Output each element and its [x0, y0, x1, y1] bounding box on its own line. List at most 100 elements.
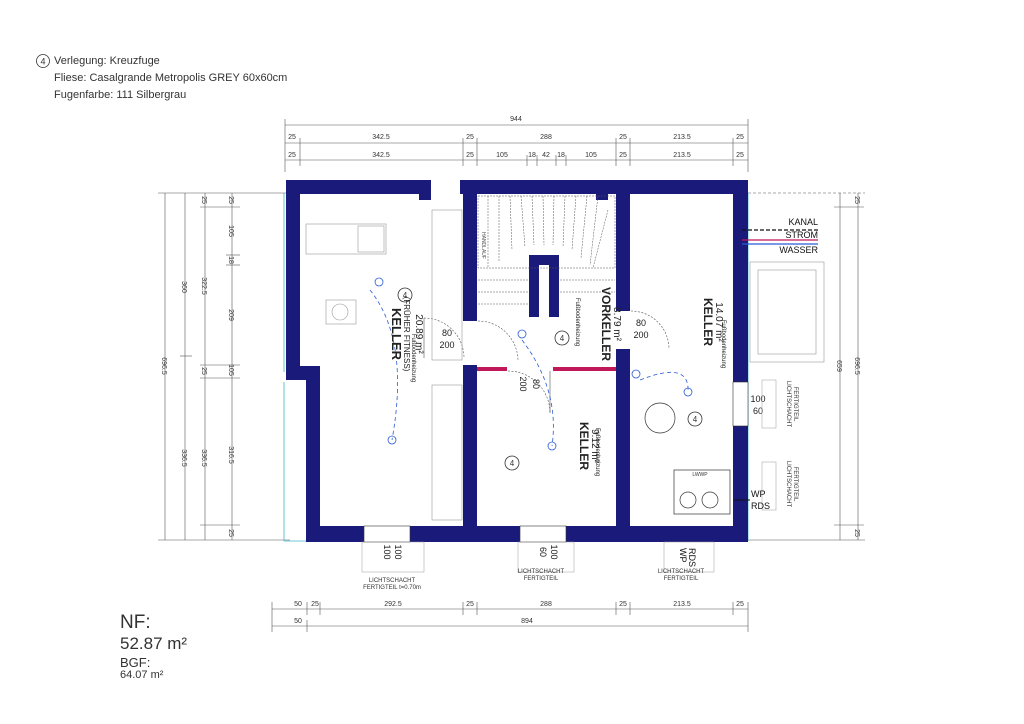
lightwell-right-lower — [761, 461, 777, 511]
door-width: 80 — [531, 379, 541, 389]
wasser-label: WASSER — [779, 245, 818, 255]
kanal-label: KANAL — [788, 217, 818, 227]
dim-label: 42 — [542, 152, 550, 159]
right-dim-labels: 659 696.5 25 25 — [835, 196, 860, 537]
lightwell-label: FERTIGTEIL t=0.70m — [363, 585, 421, 591]
rds-label-bottom: RDS — [687, 548, 697, 567]
window-width: 100 — [750, 394, 765, 404]
lwwp-unit — [673, 469, 731, 515]
lwwp-label: LWWP — [692, 472, 708, 478]
dim-label: 342.5 — [372, 134, 390, 141]
dim-label: 105 — [496, 152, 508, 159]
right-dimensions — [748, 192, 865, 541]
nf-label: NF: — [120, 612, 151, 633]
dim-label: 25 — [853, 196, 860, 204]
dim-label: 50 — [294, 601, 302, 608]
window-bottom-left: 100 100 — [361, 525, 425, 573]
floor-heating-label: Fußbodenheizung — [574, 298, 580, 346]
dim-label: 696.5 — [853, 357, 860, 375]
dim-label: 105 — [227, 364, 234, 376]
note-fliese: Fliese: Casalgrande Metropolis GREY 60x6… — [54, 72, 288, 84]
room-area: 9.12 m² — [589, 429, 600, 464]
floor-heating-label: Fußbodenheizung — [594, 428, 600, 476]
nf-value: 52.87 m² — [120, 634, 188, 653]
dim-label: 213.5 — [673, 134, 691, 141]
lightwell-label: FERTIGTEIL — [664, 576, 699, 582]
dim-label: 25 — [736, 152, 744, 159]
dim-label: 288 — [540, 134, 552, 141]
tile-marker-label: 4 — [510, 459, 515, 468]
dim-label: 18 — [557, 152, 565, 159]
dim-label: 25 — [200, 367, 207, 375]
room-area: 20.89 m² — [413, 314, 424, 354]
dim-label: 336.5 — [200, 449, 207, 467]
room-keller-mid: KELLER 9.12 m² — [577, 422, 600, 470]
room-vorkeller: VORKELLER 8.79 m² — [599, 287, 622, 361]
room-name: KELLER — [701, 298, 715, 346]
walls — [286, 180, 748, 542]
dim-label: 25 — [311, 601, 319, 608]
dim-label: 105 — [227, 225, 234, 237]
dim-label: 696.5 — [160, 357, 167, 375]
dim-label: 894 — [521, 618, 533, 625]
dim-label: 360 — [180, 281, 187, 293]
window-right: 100 60 — [732, 379, 777, 429]
door-width: 80 — [636, 318, 646, 328]
dim-total-top: 944 — [510, 116, 522, 123]
window-height: 100 — [382, 544, 392, 559]
dim-label: 25 — [736, 601, 744, 608]
room-subtitle: (FRÜHER FITNESS) — [402, 297, 411, 372]
dim-label: 25 — [736, 134, 744, 141]
lightwell-bottom-right — [663, 541, 715, 573]
dim-label: 336.5 — [180, 449, 187, 467]
window-height: 60 — [753, 406, 763, 416]
tile-marker-label: 4 — [560, 334, 565, 343]
dim-label: 209 — [227, 309, 234, 321]
dim-label: 105 — [585, 152, 597, 159]
dim-label: 25 — [466, 152, 474, 159]
dim-label: 18 — [227, 256, 234, 264]
dim-label: 25 — [853, 529, 860, 537]
lightwell-label: LICHTSCHACHT — [518, 569, 565, 575]
window-width: 100 — [549, 544, 559, 559]
bgf-value: 64.07 m² — [120, 669, 164, 681]
fitness-equipment — [305, 209, 463, 521]
note-verlegung: Verlegung: Kreuzfuge — [54, 55, 160, 67]
dim-label: 213.5 — [673, 601, 691, 608]
tile-markers — [397, 287, 703, 471]
room-name: KELLER — [577, 422, 591, 470]
room-keller-right: KELLER 14.07 m² — [701, 298, 724, 346]
lightwell-label: FERTIGTEIL — [524, 576, 559, 582]
room-area: 8.79 m² — [611, 307, 622, 342]
dim-label: 25 — [466, 601, 474, 608]
utility-lines — [742, 229, 818, 245]
dim-label: 18 — [528, 152, 536, 159]
door-height: 200 — [518, 376, 528, 391]
outdoor-unit — [749, 261, 825, 363]
lightwell-label: LICHTSCHACHT — [658, 569, 705, 575]
bottom-dim-labels: 50 25 292.5 25 288 25 213.5 25 50 894 — [294, 601, 744, 625]
rds-label: RDS — [751, 501, 770, 511]
lightwell-label: LICHTSCHACHT — [785, 461, 791, 508]
wp-label-bottom: WP — [678, 548, 688, 563]
lightwell-label: FERTIGTEIL — [792, 467, 798, 502]
dim-label: 25 — [619, 134, 627, 141]
door-width: 80 — [442, 328, 452, 338]
room-area: 14.07 m² — [713, 302, 724, 342]
left-dim-labels: 696.5 360 336.5 25 322.5 25 336.5 25 105… — [160, 196, 234, 537]
dim-label: 25 — [227, 196, 234, 204]
dim-label: 342.5 — [372, 152, 390, 159]
top-dim-labels: 944 25 342.5 25 288 25 213.5 25 25 342.5… — [288, 116, 744, 159]
dim-label: 25 — [200, 196, 207, 204]
left-dimensions — [158, 192, 290, 541]
wp-label: WP — [751, 489, 766, 499]
svg-text:4: 4 — [40, 57, 45, 67]
dim-label: 288 — [540, 601, 552, 608]
bottom-dimensions — [271, 602, 749, 632]
floor-heating-label: Fußbodenheizung — [720, 320, 726, 368]
tile-marker-label: 4 — [403, 291, 408, 300]
floor-heating-label: Fußbodenheizung — [410, 334, 416, 382]
dim-label: 25 — [619, 601, 627, 608]
